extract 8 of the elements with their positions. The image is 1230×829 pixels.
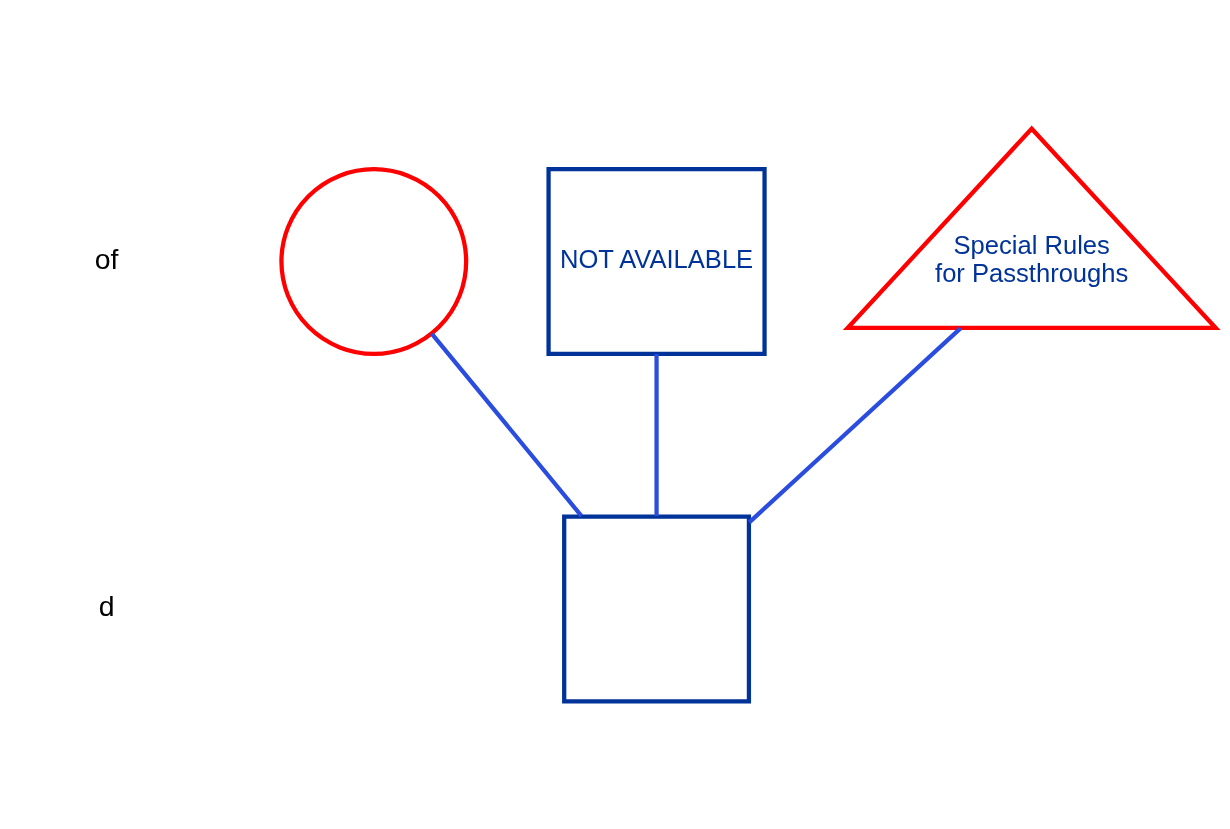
label: of [94, 242, 119, 275]
connector [747, 326, 963, 524]
connector [430, 331, 584, 517]
node-box [562, 513, 752, 703]
connector [654, 353, 659, 516]
node-box: NOT AVAILABLE [546, 166, 767, 356]
label: d [98, 589, 115, 622]
node-circle [279, 166, 469, 356]
